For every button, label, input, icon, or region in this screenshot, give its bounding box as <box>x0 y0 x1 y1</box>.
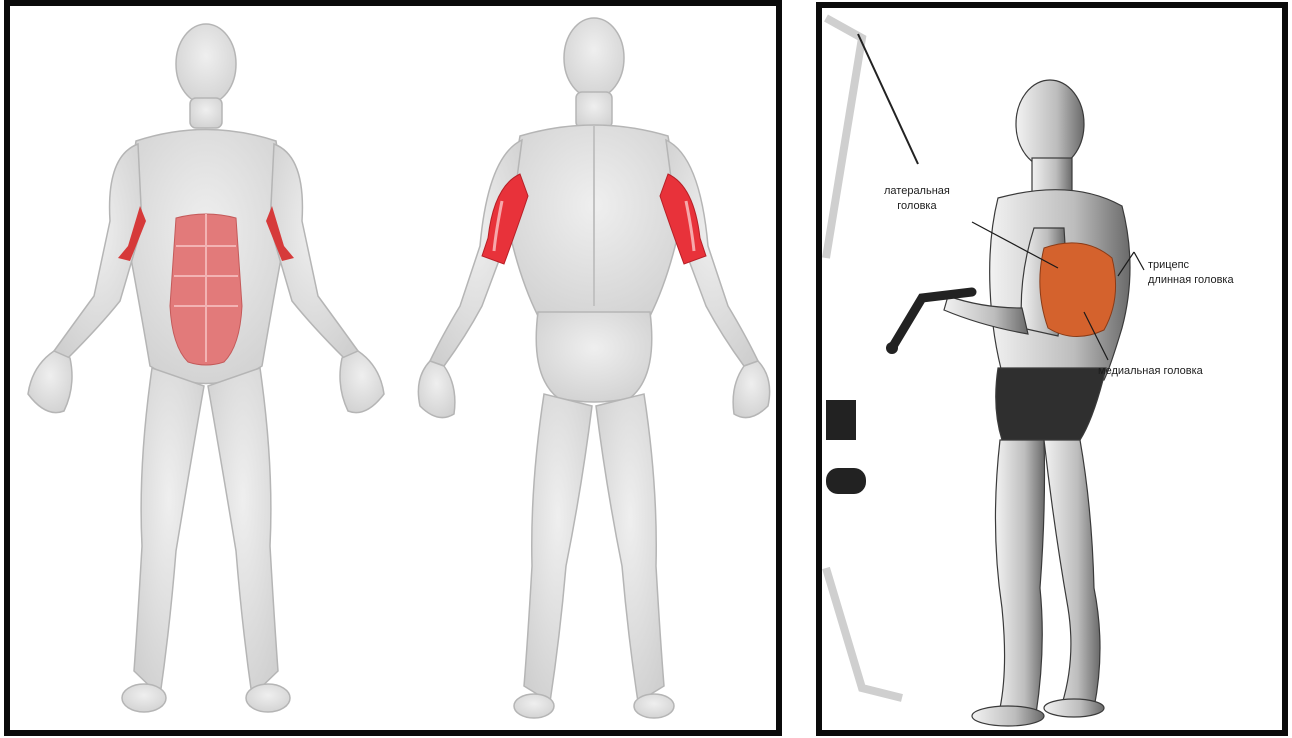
athlete-back-foot <box>1044 699 1104 717</box>
lateral-head-label-line1: латеральная <box>884 184 950 199</box>
front-neck <box>190 98 222 128</box>
back-right-leg <box>596 394 664 702</box>
back-right-hand <box>733 361 770 418</box>
exercise-illustration-svg <box>822 8 1282 730</box>
front-right-hand <box>340 351 384 413</box>
anatomy-figures-svg <box>10 6 776 730</box>
back-body-figure <box>418 18 769 718</box>
cable-machine <box>826 18 902 698</box>
anatomy-front-back-panel <box>4 0 782 736</box>
triceps-label-line1: трицепс <box>1148 258 1234 273</box>
front-left-foot <box>122 684 166 712</box>
front-right-leg <box>208 368 278 696</box>
cable-handle-end <box>886 342 898 354</box>
front-left-leg <box>134 368 204 696</box>
athlete-neck <box>1032 158 1072 192</box>
back-left-foot <box>514 694 554 718</box>
triceps-label-line2: длинная головка <box>1148 273 1234 288</box>
back-glutes <box>536 312 652 402</box>
back-left-leg <box>524 394 592 702</box>
front-body-figure <box>28 24 384 712</box>
front-left-hand <box>28 351 72 413</box>
machine-pad <box>826 468 866 494</box>
athlete-figure <box>944 80 1130 726</box>
athlete-shorts <box>996 368 1106 440</box>
medial-head-label: медиальная головка <box>1098 364 1203 379</box>
back-neck <box>576 92 612 128</box>
back-head <box>564 18 624 98</box>
athlete-head <box>1016 80 1084 168</box>
cable-line <box>858 34 918 164</box>
lateral-head-label-line2: головка <box>884 199 950 214</box>
triceps-long-head-label: трицепс длинная головка <box>1148 258 1234 288</box>
athlete-back-leg <box>1044 440 1100 708</box>
back-right-foot <box>634 694 674 718</box>
machine-dark-block <box>826 400 856 440</box>
lateral-head-label: латеральная головка <box>884 184 950 214</box>
front-right-foot <box>246 684 290 712</box>
exercise-side-view-panel: латеральная головка трицепс длинная голо… <box>816 2 1288 736</box>
athlete-front-foot <box>972 706 1044 726</box>
triceps-highlight <box>1040 243 1116 337</box>
front-head <box>176 24 236 104</box>
athlete-front-leg <box>995 440 1044 714</box>
back-left-hand <box>418 361 455 418</box>
